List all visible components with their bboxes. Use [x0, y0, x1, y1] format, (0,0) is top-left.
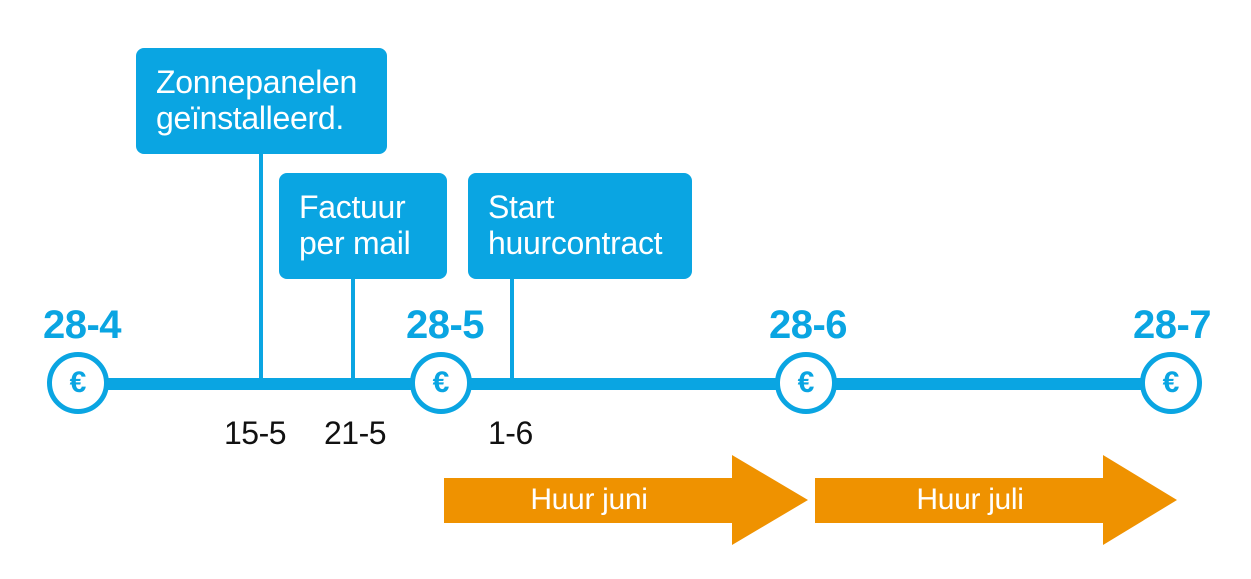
timeline-line: [78, 378, 1176, 390]
event-date-invoice: 21-5: [324, 415, 387, 451]
period-arrow-june: Huur juni: [444, 455, 808, 545]
event-date-contract-start: 1-6: [488, 415, 533, 451]
billing-date-label: 28-4: [42, 303, 122, 347]
event-box-installed: Zonnepanelen geïnstalleerd.: [136, 48, 387, 154]
connector-installed: [259, 150, 263, 382]
event-date-installed: 15-5: [224, 415, 287, 451]
billing-date-label: 28-6: [768, 303, 848, 347]
event-box-contract-start: Start huurcontract: [468, 173, 692, 279]
period-arrow-july: Huur juli: [815, 455, 1177, 545]
euro-coin-icon: €: [1140, 352, 1202, 414]
euro-coin-icon: €: [47, 352, 109, 414]
euro-coin-icon: €: [410, 352, 472, 414]
arrow-shape: [815, 455, 1177, 545]
arrow-shape: [444, 455, 808, 545]
period-label-june: Huur juni: [530, 483, 648, 516]
connector-invoice: [351, 275, 355, 382]
event-box-invoice: Factuur per mail: [279, 173, 447, 279]
period-label-july: Huur juli: [916, 483, 1024, 516]
connector-contract-start: [510, 275, 514, 382]
billing-date-label: 28-5: [405, 303, 485, 347]
euro-coin-icon: €: [775, 352, 837, 414]
billing-date-label: 28-7: [1132, 303, 1212, 347]
